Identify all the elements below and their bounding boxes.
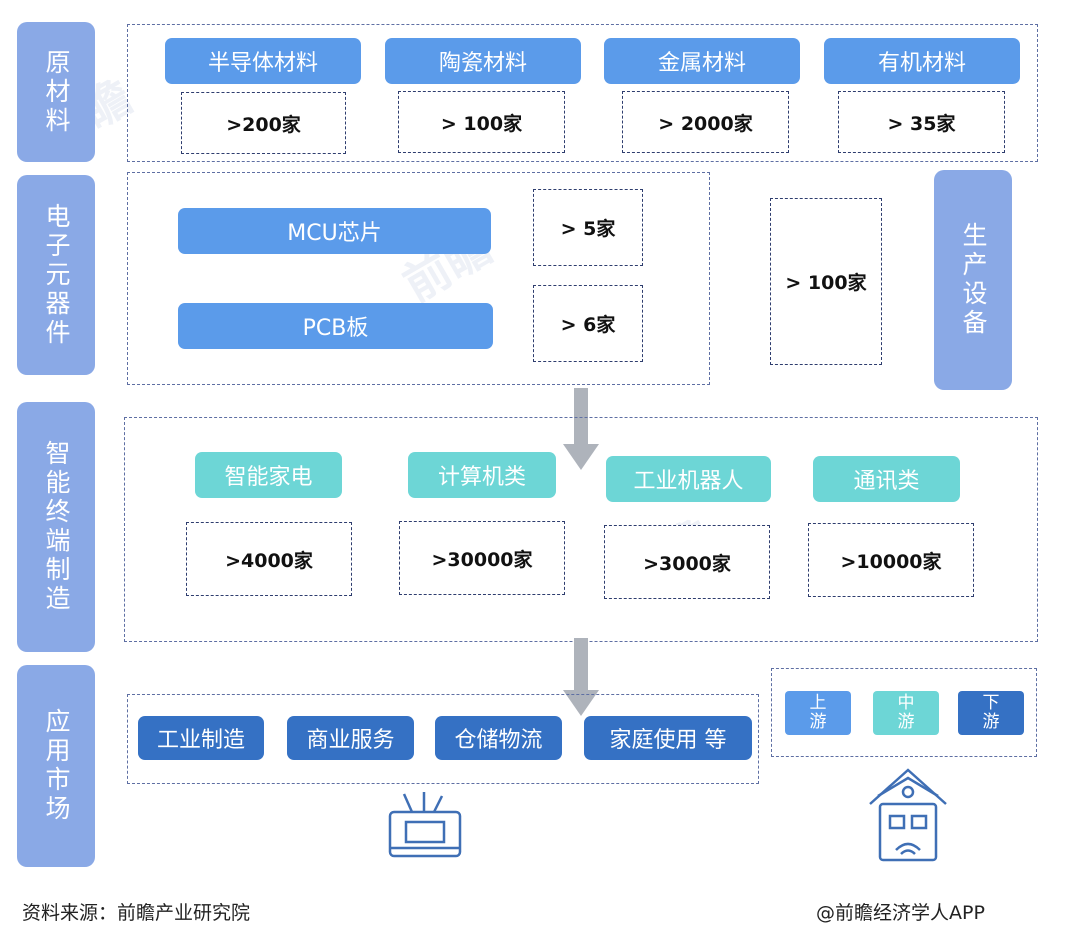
stage-label: 生产设备 [959, 222, 988, 338]
stage-label: 应用市场 [42, 708, 71, 824]
component-item: PCB板 [178, 303, 493, 349]
company-count: > 5家 [533, 189, 643, 266]
equipment-count: > 100家 [770, 198, 882, 365]
terminal-item: 智能家电 [195, 452, 342, 498]
raw-material-item: 半导体材料 [165, 38, 361, 84]
stage-terminal: 智能终端制造 [17, 402, 95, 652]
company-count: > 6家 [533, 285, 643, 362]
tools-cup-icon [388, 792, 462, 858]
company-count: >3000家 [604, 525, 770, 599]
stage-raw-materials: 原材料 [17, 22, 95, 162]
market-item: 家庭使用 等 [584, 716, 752, 760]
stage-label: 智能终端制造 [42, 440, 71, 614]
components-frame [127, 172, 710, 385]
legend-frame [771, 668, 1037, 757]
terminal-item: 计算机类 [408, 452, 556, 498]
company-count: >30000家 [399, 521, 565, 595]
arrow-down-icon [563, 638, 599, 716]
market-item: 仓储物流 [435, 716, 562, 760]
company-count: >10000家 [808, 523, 974, 597]
company-count: >200家 [181, 92, 346, 154]
terminal-item: 通讯类 [813, 456, 960, 502]
legend-midstream: 中游 [873, 691, 939, 735]
raw-materials-frame [127, 24, 1038, 162]
raw-material-item: 陶瓷材料 [385, 38, 581, 84]
raw-material-item: 有机材料 [824, 38, 1020, 84]
stage-label: 电子元器件 [42, 202, 71, 348]
market-frame [127, 694, 759, 784]
raw-material-item: 金属材料 [604, 38, 800, 84]
stage-equipment: 生产设备 [934, 170, 1012, 390]
stage-components: 电子元器件 [17, 175, 95, 375]
stage-market: 应用市场 [17, 665, 95, 867]
company-count: > 100家 [398, 91, 565, 153]
company-count: > 2000家 [622, 91, 789, 153]
credit-note: @前瞻经济学人APP [816, 902, 985, 924]
component-item: MCU芯片 [178, 208, 491, 254]
market-item: 工业制造 [138, 716, 264, 760]
source-note: 资料来源：前瞻产业研究院 [22, 902, 251, 924]
terminal-item: 工业机器人 [606, 456, 771, 502]
stage-label: 原材料 [42, 48, 71, 136]
legend-downstream: 下游 [958, 691, 1024, 735]
legend-upstream: 上游 [785, 691, 851, 735]
company-count: > 35家 [838, 91, 1005, 153]
company-count: >4000家 [186, 522, 352, 596]
smart-home-icon [869, 768, 947, 862]
market-item: 商业服务 [287, 716, 414, 760]
